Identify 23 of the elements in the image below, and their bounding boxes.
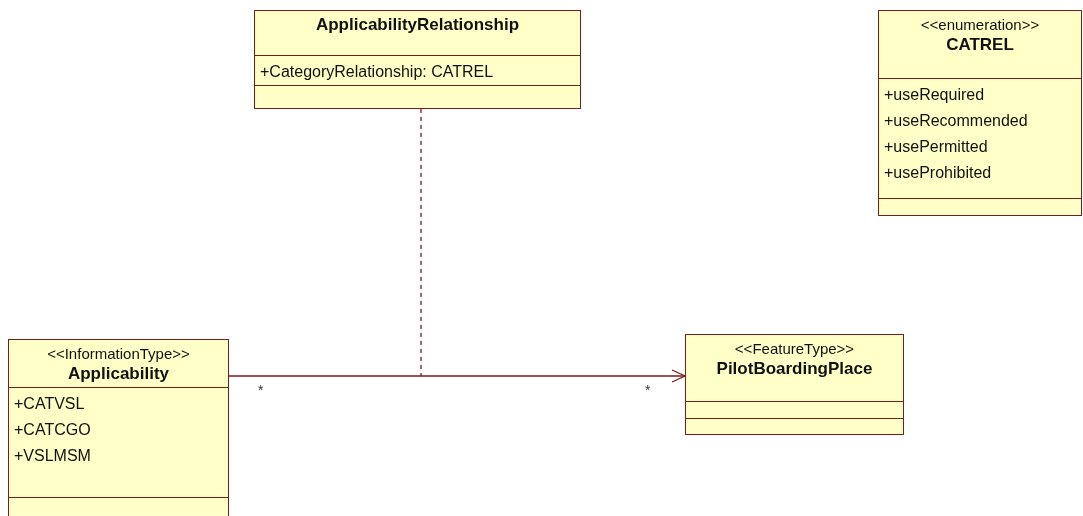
- association-class-line: [420, 108, 422, 377]
- multiplicity-label: *: [645, 382, 651, 398]
- attribute-text: +useProhibited: [884, 163, 993, 183]
- multiplicity-label: *: [258, 382, 264, 398]
- uml-class-box: [254, 10, 581, 109]
- class-name: PilotBoardingPlace: [715, 359, 874, 379]
- stereotype-label: <<FeatureType>>: [733, 339, 856, 359]
- attribute-text: +useRecommended: [884, 111, 1029, 131]
- association-arrow: [228, 369, 686, 383]
- stereotype-label: <<InformationType>>: [46, 344, 191, 364]
- uml-class-box: [8, 339, 229, 516]
- uml-class-box: [878, 10, 1082, 216]
- class-name: Applicability: [66, 364, 171, 384]
- attribute-text: +useRequired: [884, 85, 986, 105]
- attribute-text: +CATCGO: [14, 420, 92, 440]
- class-name: CATREL: [945, 35, 1015, 55]
- stereotype-label: <<enumeration>>: [919, 15, 1041, 35]
- attribute-text: +VSLMSM: [14, 446, 92, 466]
- uml-class-box: [685, 334, 904, 435]
- class-name: ApplicabilityRelationship: [314, 15, 521, 35]
- attribute-text: +CATVSL: [14, 394, 86, 414]
- attribute-text: +usePermitted: [884, 137, 989, 157]
- attribute-text: +CategoryRelationship: CATREL: [260, 62, 495, 82]
